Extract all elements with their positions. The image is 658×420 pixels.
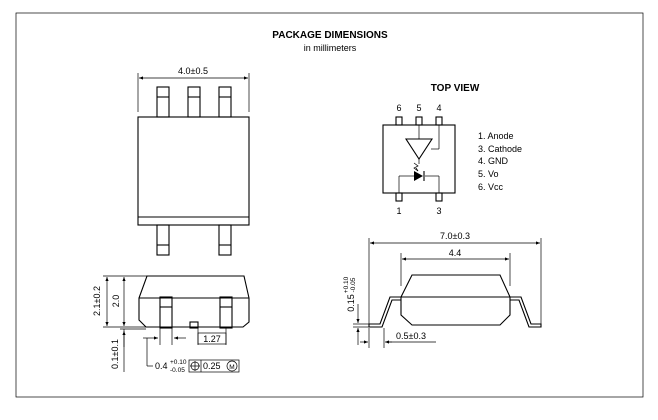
- position-tolerance-label: 0.25: [203, 361, 221, 371]
- top-view-heading: TOP VIEW: [431, 83, 480, 94]
- legend-cathode: 3. Cathode: [478, 144, 522, 154]
- lead-width-label: 0.4: [155, 361, 168, 371]
- height-body-label: 2.0: [111, 295, 121, 308]
- package-top-outline: 4.0±0.5: [137, 66, 250, 256]
- pin-label-3: 3: [436, 206, 441, 216]
- drawing-frame: [15, 12, 644, 398]
- lead-thickness-tol-plus: +0.10: [343, 276, 350, 293]
- pin-label-5: 5: [416, 103, 421, 113]
- mmc-modifier-icon: [226, 360, 238, 372]
- lead-thickness-label: 0.15: [346, 294, 356, 312]
- height-total-label: 2.1±0.2: [92, 286, 102, 316]
- standoff-label: 0.1±0.1: [110, 339, 120, 369]
- pin-legend: 1. Anode 3. Cathode 4. GND 5. Vo 6. Vcc: [478, 131, 522, 192]
- body-length-label: 4.4: [449, 248, 462, 258]
- body-width-label: 4.0±0.5: [178, 66, 208, 76]
- legend-anode: 1. Anode: [478, 131, 514, 141]
- lead-width-tol-plus: +0.10: [170, 359, 187, 366]
- pin-label-1: 1: [396, 206, 401, 216]
- drawing-title: PACKAGE DIMENSIONS: [272, 30, 388, 41]
- legend-vcc: 6. Vcc: [478, 182, 504, 192]
- side-view-right: 7.0±0.3 4.4 0.15 +0.10 -0.05 0.5±0.3: [343, 231, 542, 348]
- total-length-label: 7.0±0.3: [440, 231, 470, 241]
- foot-length-label: 0.5±0.3: [396, 331, 426, 341]
- legend-vo: 5. Vo: [478, 169, 499, 179]
- mmc-modifier-label: M: [229, 364, 234, 371]
- legend-gnd: 4. GND: [478, 156, 509, 166]
- lead-width-tol-minus: -0.05: [170, 367, 185, 374]
- pin-label-6: 6: [396, 103, 401, 113]
- lead-thickness-tol-minus: -0.05: [350, 277, 357, 292]
- pitch-label: 1.27: [203, 334, 221, 344]
- pin-label-4: 4: [436, 103, 441, 113]
- top-view-drawing: 6 5 4 1 3: [382, 103, 456, 216]
- drawing-subtitle: in millimeters: [304, 43, 357, 53]
- side-view-left: 2.1±0.2 2.0 0.1±0.1 1.27 0.4 +0.10 -0.05…: [92, 275, 250, 374]
